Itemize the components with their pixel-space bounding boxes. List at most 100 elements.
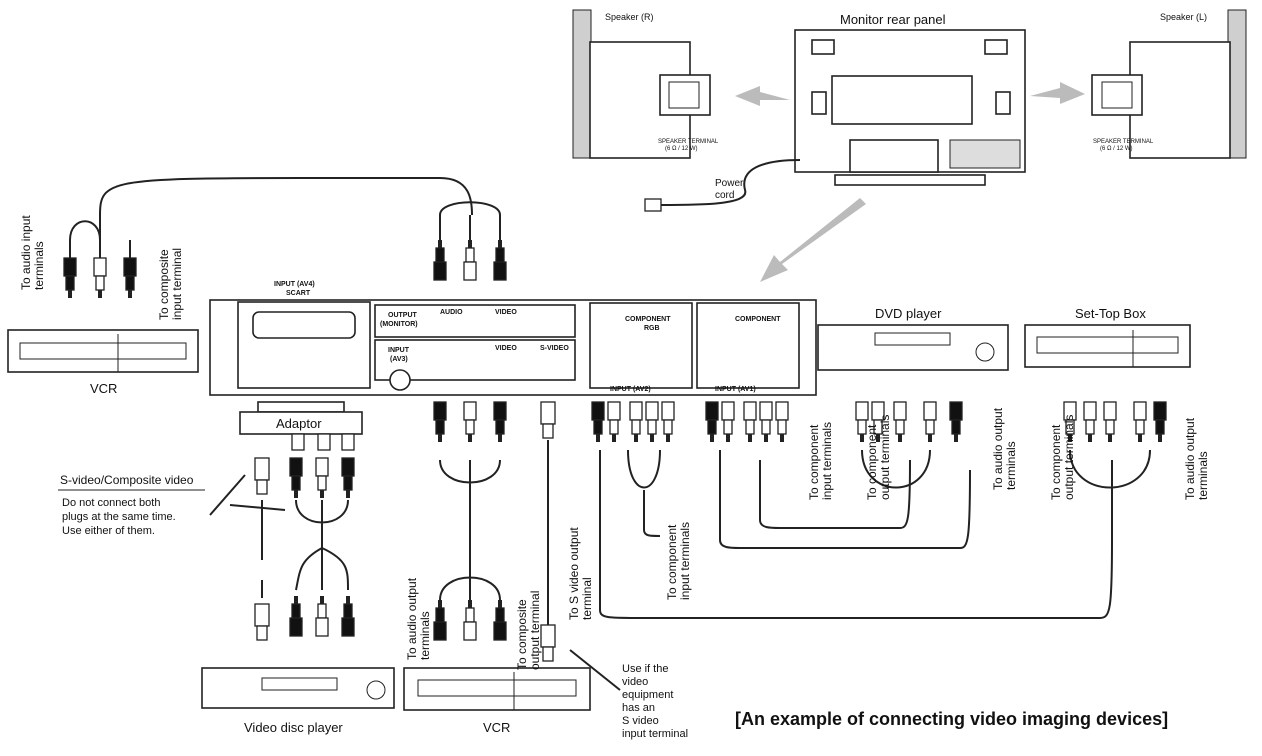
plug-disc-r (315, 595, 329, 637)
use-if-1: Use if the (622, 663, 668, 675)
do-not-connect-3: Use either of them. (62, 525, 155, 537)
svg-text:To audio output: To audio output (1183, 417, 1197, 500)
svg-text:To audio output: To audio output (991, 407, 1005, 490)
plug-av1-3 (743, 401, 757, 443)
svg-text:To S video output: To S video output (567, 527, 581, 620)
svg-text:To component: To component (865, 424, 879, 500)
svg-text:input terminals: input terminals (678, 522, 692, 600)
plug-av1-5 (775, 401, 789, 443)
do-not-connect-2: plugs at the same time. (62, 511, 176, 523)
power-cord (659, 159, 801, 206)
arrow-to-speaker-l (1030, 82, 1085, 104)
use-if-6: input terminal (622, 728, 688, 740)
diagram-title: [An example of connecting video imaging … (735, 709, 1168, 729)
svg-text:To composite: To composite (515, 599, 529, 670)
plug-audio-l-top (63, 257, 77, 299)
vlabel-dvd-component-out: To component output terminals (865, 415, 892, 500)
monitor-label: (MONITOR) (380, 321, 418, 328)
vlabel-svideo-out: To S video output terminal (567, 527, 594, 620)
svg-text:terminals: terminals (1004, 441, 1018, 490)
scart-label: SCART (286, 290, 311, 297)
svg-text:input terminal: input terminal (170, 248, 184, 320)
plug-stb-3 (1103, 401, 1117, 443)
input-av3-label-2: (AV3) (390, 356, 408, 363)
output-label: OUTPUT (388, 312, 418, 319)
plug-svideo-adaptor (254, 457, 270, 495)
vcr-top-device (7, 329, 199, 373)
video-disc-player-label: Video disc player (244, 720, 343, 735)
plug-out-audio-r (463, 239, 477, 281)
dvd-player-label: DVD player (875, 306, 942, 321)
svg-text:terminals: terminals (32, 241, 46, 290)
panel-rgb-label: RGB (644, 325, 660, 332)
plug-out-video (493, 239, 507, 281)
cable-component-long (599, 450, 1113, 619)
plug-stb-4 (1133, 401, 1147, 443)
cable-vcr-top-stubs (129, 215, 501, 260)
plug-disc-v (341, 595, 355, 637)
input-av4-label: INPUT (AV4) (274, 281, 315, 288)
cable-component-av2 (627, 449, 661, 537)
cable-component-av1 (719, 450, 971, 549)
plug-av1-4 (759, 401, 773, 443)
monitor-rear-panel (794, 29, 1026, 186)
plug-audio-r-top (93, 257, 107, 299)
arrow-to-panel (760, 198, 866, 282)
speaker-terminal-spec-l: (6 Ω / 12 W) (1100, 146, 1133, 152)
vlabel-component-in-av1: To component input terminals (807, 422, 834, 500)
arrow-to-speaker-r (735, 86, 790, 106)
note-pointer-lines (209, 474, 286, 516)
svg-text:output terminals: output terminals (878, 415, 892, 500)
plug-vcr-bot-l (433, 599, 447, 641)
vcr-top-label: VCR (90, 381, 117, 396)
speaker-r-label: Speaker (R) (605, 12, 654, 22)
plug-vcr-bot-v (493, 599, 507, 641)
power-plug (644, 198, 662, 212)
vlabel-component-in-av2: To component input terminals (665, 522, 692, 600)
svg-text:terminals: terminals (1196, 451, 1210, 500)
plug-stb-2 (1083, 401, 1097, 443)
plug-av2-2 (607, 401, 621, 443)
svg-text:To component: To component (1049, 424, 1063, 500)
speaker-l-label: Speaker (L) (1160, 12, 1207, 22)
svg-text:terminal: terminal (580, 577, 594, 620)
speaker-left (1091, 9, 1247, 159)
plug-dvd-3 (893, 401, 907, 443)
svg-text:To audio output: To audio output (405, 577, 419, 660)
plug-vcr-bot-r (463, 599, 477, 641)
use-if-2: video (622, 676, 648, 688)
svg-text:terminals: terminals (418, 611, 432, 660)
plug-svideo-disc (254, 603, 270, 641)
speaker-terminal-label-l: SPEAKER TERMINAL (1093, 139, 1154, 145)
plug-av2-5 (661, 401, 675, 443)
plug-av3-audio-r (463, 401, 477, 443)
plug-video-top (123, 257, 137, 299)
use-if-pointer (569, 649, 621, 691)
monitor-rear-panel-label: Monitor rear panel (840, 12, 946, 27)
cable-component-out (861, 449, 1151, 489)
do-not-connect-1: Do not connect both (62, 497, 160, 509)
panel-svideo-label: S-VIDEO (540, 345, 569, 352)
use-if-5: S video (622, 715, 659, 727)
svg-text:output terminals: output terminals (1062, 415, 1076, 500)
panel-component-label-2: COMPONENT (735, 316, 781, 323)
panel-audio-label: AUDIO (440, 309, 463, 316)
adaptor (239, 401, 363, 451)
vlabel-vcr-top-audio: To audio input terminals (19, 215, 46, 290)
vlabel-dvd-audio-out: To audio output terminals (991, 407, 1018, 490)
svg-text:To composite: To composite (157, 249, 171, 320)
plug-av2-1 (591, 401, 605, 443)
vcr-bottom-label: VCR (483, 720, 510, 735)
set-top-box-label: Set-Top Box (1075, 306, 1146, 321)
plug-adaptor-r (315, 457, 329, 499)
cable-vcr-bottom (439, 459, 501, 601)
plug-svideo-vcr (540, 624, 556, 662)
speaker-terminal-label-r: SPEAKER TERMINAL (658, 139, 719, 145)
vlabel-stb-component-out: To component output terminals (1049, 415, 1076, 500)
plug-adaptor-l (289, 457, 303, 499)
plug-dvd-4 (923, 401, 937, 443)
video-disc-player-device (201, 667, 395, 709)
vlabel-stb-audio-out: To audio output terminals (1183, 417, 1210, 500)
svideo-composite-note: S-video/Composite video (60, 473, 194, 487)
